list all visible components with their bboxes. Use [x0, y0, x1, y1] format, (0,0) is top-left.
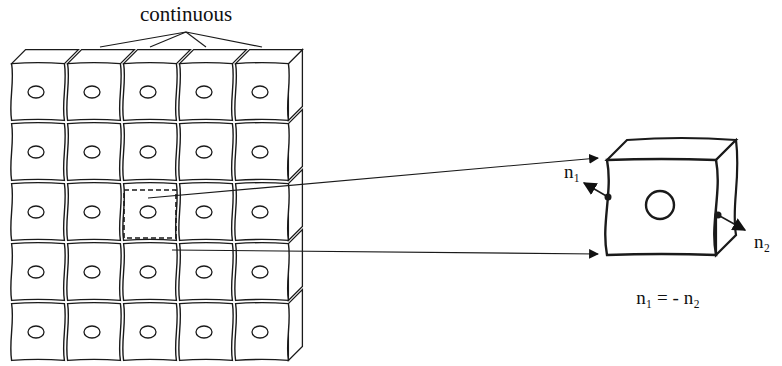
- cell-top: [68, 50, 135, 64]
- annotation: continuous: [140, 3, 232, 26]
- nucleus: [140, 146, 156, 158]
- cell-side: [288, 170, 302, 241]
- nucleus: [28, 266, 44, 278]
- normal-arrow: [584, 183, 608, 197]
- nucleus: [140, 266, 156, 278]
- cell: [179, 303, 234, 361]
- cube-front: [605, 159, 717, 255]
- cell: [179, 243, 234, 301]
- cell-side: [288, 230, 302, 301]
- nucleus: [252, 266, 268, 278]
- leader-lines: [100, 32, 598, 254]
- nucleus: [140, 326, 156, 338]
- selection: [124, 190, 176, 238]
- nucleus: [252, 146, 268, 158]
- nucleus: [84, 206, 100, 218]
- nucleus: [28, 206, 44, 218]
- cell: [123, 123, 178, 181]
- cell: [11, 63, 66, 121]
- cell: [123, 303, 178, 361]
- cube-top: [607, 138, 736, 160]
- cell: [235, 183, 290, 241]
- cell: [11, 123, 66, 181]
- nucleus: [84, 266, 100, 278]
- leader-line: [150, 32, 186, 47]
- zoomed-cell: [584, 138, 745, 255]
- cell: [67, 243, 122, 301]
- nucleus: [140, 86, 156, 98]
- zoom-arrow: [172, 250, 598, 254]
- nucleus: [196, 146, 212, 158]
- cell-top: [236, 50, 303, 64]
- nucleus: [84, 86, 100, 98]
- leader-line: [100, 32, 186, 47]
- cell: [11, 303, 66, 361]
- nucleus: [84, 146, 100, 158]
- cell: [235, 123, 290, 181]
- cell: [11, 243, 66, 301]
- nucleus: [28, 326, 44, 338]
- cell-top: [180, 50, 247, 64]
- cell-side: [288, 110, 302, 181]
- cell: [123, 63, 178, 121]
- nucleus: [252, 326, 268, 338]
- nucleus: [252, 206, 268, 218]
- cell-top: [124, 50, 191, 64]
- cell-side: [288, 290, 302, 361]
- cell: [235, 303, 290, 361]
- nucleus: [196, 86, 212, 98]
- nucleus: [646, 191, 674, 219]
- normal-label: n₁: [564, 162, 580, 183]
- normal-label: n₂: [754, 232, 770, 253]
- cube-side: [716, 140, 737, 255]
- nucleus: [28, 146, 44, 158]
- nucleus: [252, 86, 268, 98]
- nucleus: [196, 326, 212, 338]
- normal-arrow: [718, 215, 745, 230]
- nucleus: [196, 266, 212, 278]
- equation: n₁ = - n₂: [636, 288, 700, 309]
- cell: [123, 183, 178, 241]
- cell: [67, 303, 122, 361]
- zoom-arrow: [148, 158, 598, 198]
- tissue-grid: [11, 50, 303, 361]
- nucleus: [196, 206, 212, 218]
- leader-line: [186, 32, 262, 47]
- cell: [235, 63, 290, 121]
- cell: [67, 183, 122, 241]
- cell: [11, 183, 66, 241]
- nucleus: [84, 326, 100, 338]
- cell: [179, 63, 234, 121]
- nucleus: [28, 86, 44, 98]
- cell: [67, 123, 122, 181]
- cell: [179, 123, 234, 181]
- cell: [123, 243, 178, 301]
- cell: [67, 63, 122, 121]
- cell-top: [12, 50, 79, 64]
- nucleus: [140, 206, 156, 218]
